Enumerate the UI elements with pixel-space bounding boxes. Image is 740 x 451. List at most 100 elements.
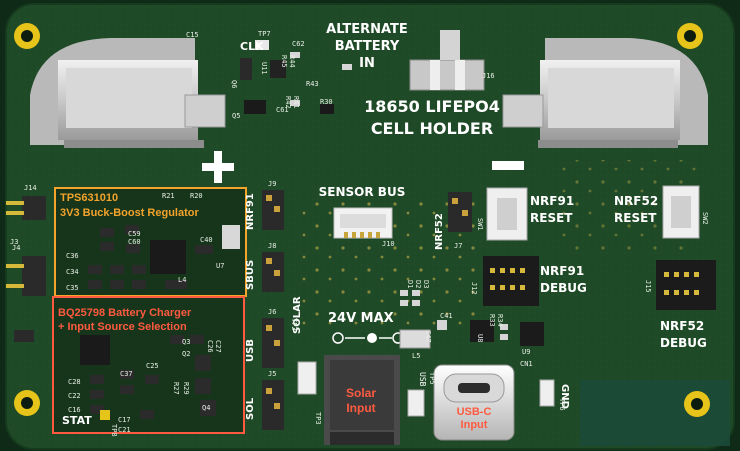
header-battery: BATTERY (335, 39, 400, 54)
solar-terminal (324, 355, 400, 445)
refdes-j6: J6 (268, 308, 276, 316)
refdes-cn1: CN1 (520, 360, 533, 368)
regulator-desc-label: 3V3 Buck-Boost Regulator (60, 207, 199, 219)
label-conn-usb: USB (245, 339, 256, 362)
connector-j6 (262, 318, 284, 368)
refdes-c15: C15 (186, 31, 199, 39)
refdes-r29: R29 (182, 382, 190, 395)
refdes-j8: J8 (268, 242, 276, 250)
refdes-u11: U11 (260, 62, 268, 75)
label-nrf52-reset-2: RESET (614, 211, 657, 225)
usb-c-port[interactable] (433, 364, 515, 441)
refdes-c21: C21 (118, 426, 131, 434)
header-alternate: ALTERNATE (326, 22, 408, 37)
charger-section (52, 296, 245, 434)
refdes-c41: C41 (440, 312, 453, 320)
label-conn-solar: SOLAR (292, 296, 303, 334)
charger-desc-label: + Input Source Selection (58, 321, 187, 333)
refdes-tp2: TP2 (290, 318, 298, 331)
label-conn-nrf91: NRF91 (245, 193, 256, 230)
refdes-c34: C34 (66, 268, 79, 276)
refdes-c25: C25 (146, 362, 159, 370)
label-nrf91-reset-1: NRF91 (530, 194, 574, 208)
refdes-c40: C40 (200, 236, 213, 244)
reset-button-nrf52[interactable] (662, 185, 700, 239)
charger-part-label: BQ25798 Battery Charger (58, 307, 192, 319)
refdes-j14: J14 (24, 184, 37, 192)
refdes-j7: J7 (454, 242, 462, 250)
debug-header-nrf52 (656, 260, 716, 310)
refdes-u7: U7 (216, 262, 224, 270)
refdes-d1: D1 (406, 280, 414, 288)
usbc-input-label-1: USB-C (457, 406, 492, 418)
label-nrf91-debug-1: NRF91 (540, 264, 584, 278)
refdes-r43: R43 (306, 80, 319, 88)
refdes-c47: C47 (424, 330, 432, 343)
label-voltage-max: 24V MAX (328, 311, 394, 326)
refdes-c35: C35 (66, 284, 79, 292)
refdes-tp8: TP8 (110, 424, 118, 437)
header-bat (14, 330, 34, 342)
plus-sign (202, 151, 234, 183)
header-j14 (6, 196, 46, 220)
refdes-r30: R30 (320, 98, 333, 106)
connector-j3 (297, 361, 317, 395)
refdes-l4: L4 (178, 276, 186, 284)
refdes-r33: R33 (488, 314, 496, 327)
test-point-usb (407, 389, 425, 417)
solar-input-label-2: Input (346, 401, 375, 415)
refdes-c28: C28 (68, 378, 81, 386)
polarity-symbols (332, 332, 404, 344)
refdes-c22: C22 (68, 392, 81, 400)
refdes-u8: U8 (476, 334, 484, 342)
connector-j10 (333, 207, 393, 239)
refdes-c60: C60 (128, 238, 141, 246)
connector-j7 (448, 192, 472, 232)
refdes-r44: R44 (288, 55, 296, 68)
refdes-l5: L5 (412, 352, 420, 360)
mounting-hole (684, 391, 710, 417)
refdes-sw1: SW1 (476, 218, 484, 231)
refdes-c59: C59 (128, 230, 141, 238)
usbc-input-label-2: Input (461, 419, 488, 431)
refdes-j3: J3 (10, 238, 18, 246)
solar-input-label-1: Solar (346, 386, 376, 400)
refdes-r41: R41 (292, 96, 300, 109)
refdes-j15: J15 (644, 280, 652, 293)
refdes-c17: C17 (118, 416, 131, 424)
refdes-r20: R20 (190, 192, 203, 200)
holder-title-line2: CELL HOLDER (371, 119, 493, 138)
header-in: IN (359, 56, 375, 71)
refdes-c16: C16 (68, 406, 81, 414)
refdes-tp7: TP7 (258, 30, 271, 38)
refdes-r34: R34 (496, 314, 504, 327)
refdes-r27: R27 (172, 382, 180, 395)
component-cluster-mid (399, 290, 544, 349)
refdes-c62: C62 (292, 40, 305, 48)
refdes-q6: Q6 (230, 80, 238, 88)
refdes-tp3: TP3 (314, 412, 322, 425)
label-nrf91-debug-2: DEBUG (540, 281, 587, 295)
refdes-d2: D2 (414, 280, 422, 288)
refdes-j10: J10 (382, 240, 395, 248)
battery-clip-right (502, 38, 708, 148)
refdes-j16: J16 (482, 72, 495, 80)
refdes-tp6: TP6 (558, 398, 566, 411)
refdes-j12: J12 (470, 282, 478, 295)
connector-j16 (409, 30, 485, 91)
connector-j9 (262, 190, 284, 230)
refdes-j9: J9 (268, 180, 276, 188)
refdes-q3: Q3 (182, 338, 190, 346)
refdes-r42: R42 (284, 96, 292, 109)
label-nrf91-reset-2: RESET (530, 211, 573, 225)
refdes-r45: R45 (280, 55, 288, 68)
header-j4 (6, 256, 46, 296)
reset-button-nrf91[interactable] (486, 187, 528, 241)
test-point-gnd (539, 379, 555, 407)
label-nrf52-reset-1: NRF52 (614, 194, 658, 208)
refdes-c26: C26 (206, 340, 214, 353)
label-sensor-bus: SENSOR BUS (319, 185, 406, 199)
label-conn-sbus: SBUS (245, 260, 256, 290)
